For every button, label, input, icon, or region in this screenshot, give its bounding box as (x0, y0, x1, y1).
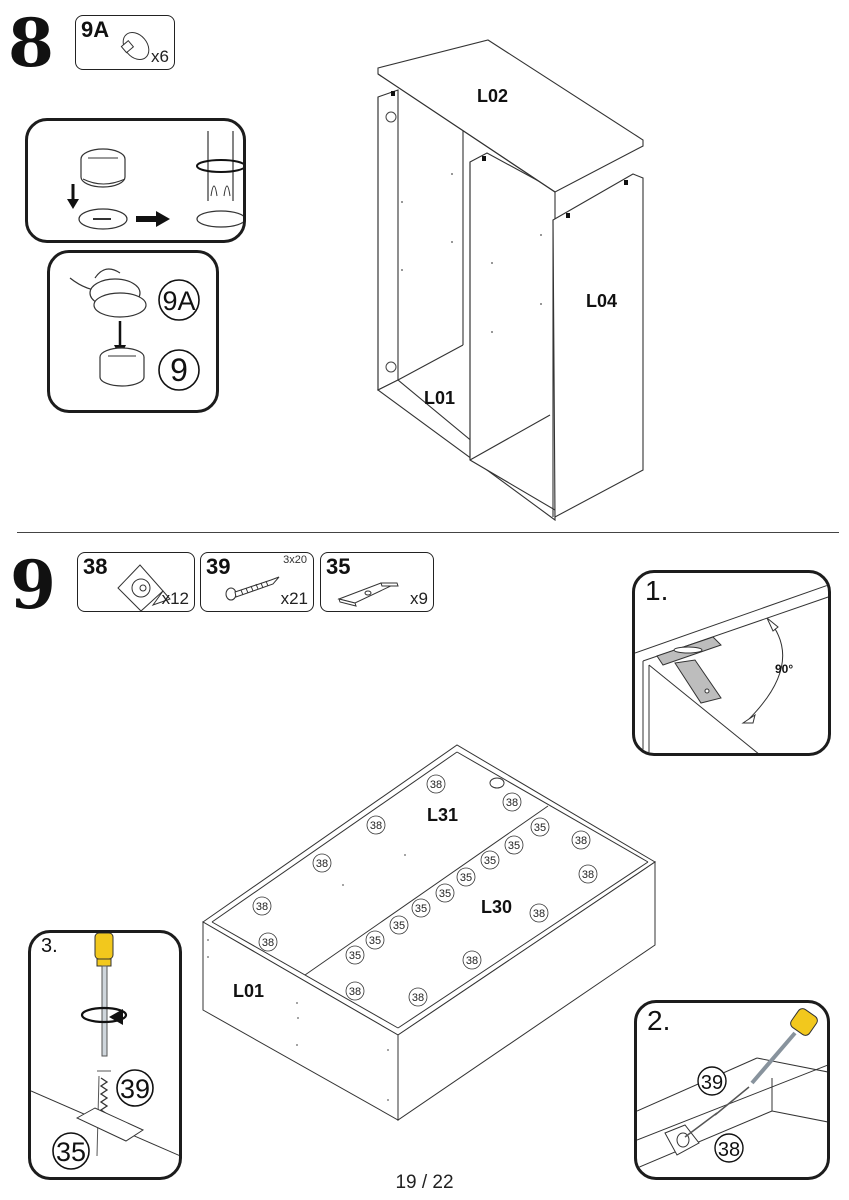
detail-label: 1. (645, 575, 669, 606)
callout-label: 38 (316, 858, 328, 870)
callout-label: 35 (484, 855, 496, 867)
callout-circle (529, 903, 549, 923)
panel-label-l01-step9: L01 (233, 981, 265, 1001)
callout-circle (411, 898, 431, 918)
callout-circle (462, 950, 482, 970)
callout-label: 38 (430, 779, 442, 791)
callout-circle (345, 981, 365, 1001)
callout-circle (502, 792, 522, 812)
cover-press-illustration: 9A 9 (69, 268, 200, 391)
screw-icon (225, 576, 280, 601)
part-quantity: x21 (280, 589, 308, 608)
callout-9a-circle (158, 279, 200, 321)
callout-circle (504, 835, 524, 855)
callout-circle (252, 896, 272, 916)
step-number-8: 8 (8, 4, 54, 82)
detail-3-screw-bracket: 3. 39 35 (28, 930, 182, 1180)
callout-label: 38 (533, 908, 545, 920)
detail-cam-lock-insert (25, 118, 246, 243)
corner-block-icon (117, 564, 171, 612)
part-quantity: x12 (161, 589, 189, 608)
cam-lock-rotate-icon (67, 131, 243, 230)
step-separator (17, 532, 839, 533)
panel-label-l01-step8: L01 (424, 388, 456, 408)
bracket-plate-icon (337, 582, 399, 607)
callout-label: 35 (393, 920, 405, 932)
part-card-39: 39 3x20 x21 (200, 552, 314, 612)
callout-circle (456, 867, 476, 887)
part-quantity: x9 (410, 589, 428, 608)
callout-label: 38 (575, 835, 587, 847)
detail-1-bracket-angle: 1. 90° (632, 570, 831, 756)
detail-2-corner-block: 2. 39 38 (634, 1000, 830, 1180)
detail-label: 3. (41, 935, 58, 957)
step-number-9: 9 (10, 546, 56, 624)
callout-label: 38 (256, 901, 268, 913)
box-right-face (397, 861, 656, 1121)
callout-38: 38 (718, 1139, 740, 1161)
angle-label: 90° (775, 662, 793, 676)
callout-35: 35 (56, 1137, 86, 1167)
callout-9: 9 (170, 352, 188, 388)
callout-label: 38 (349, 986, 361, 998)
callout-circle (366, 815, 386, 835)
callout-circle (571, 830, 591, 850)
callout-label: 35 (369, 935, 381, 947)
cam-lock-cover-icon (120, 32, 150, 60)
part-id: 9A (81, 17, 110, 42)
callout-9-circle (158, 349, 200, 391)
part-id: 39 (206, 554, 231, 579)
cabinet-assembly-illustration (376, 39, 644, 522)
detail-cover-press: 9A 9 (47, 250, 219, 413)
detail-label: 2. (647, 1005, 671, 1036)
callout-circle (408, 987, 428, 1007)
callout-circle (389, 915, 409, 935)
part-quantity: x6 (151, 47, 169, 66)
bracket-angle-illustration: 90° (635, 584, 828, 753)
callout-circle (426, 774, 446, 794)
callout-label: 35 (508, 840, 520, 852)
callout-label: 35 (460, 872, 472, 884)
callout-39: 39 (701, 1072, 723, 1094)
callout-circle (530, 817, 550, 837)
callouts-38: 38 38 38 38 38 38 38 38 38 38 38 38 (252, 774, 598, 1007)
part-id: 35 (326, 554, 351, 579)
callout-circle (365, 930, 385, 950)
panel-right (552, 173, 644, 518)
panel-label-l04: L04 (586, 291, 618, 311)
callout-circle (435, 883, 455, 903)
callout-9a: 9A (162, 286, 195, 316)
callout-circle (312, 853, 332, 873)
callout-circle (345, 945, 365, 965)
callouts-35: 35 35 35 35 35 35 35 35 35 (345, 817, 550, 965)
callout-label: 38 (466, 955, 478, 967)
page-number: 19 / 22 (395, 1172, 454, 1193)
callout-label: 38 (412, 992, 424, 1004)
callout-label: 38 (262, 937, 274, 949)
callout-circle (258, 932, 278, 952)
callout-label: 35 (534, 822, 546, 834)
callout-label: 35 (415, 903, 427, 915)
part-card-9a: 9A x6 (75, 15, 175, 70)
part-card-35: 35 x9 (320, 552, 434, 612)
part-id: 38 (83, 554, 108, 579)
panel-label-l31: L31 (427, 805, 459, 825)
callout-label: 38 (506, 797, 518, 809)
callout-circle (480, 850, 500, 870)
panel-label-l02: L02 (477, 86, 509, 106)
part-size: 3x20 (283, 554, 307, 566)
panel-label-l30: L30 (481, 897, 513, 917)
screwdriver-bracket-illustration: 39 35 (31, 933, 179, 1170)
callout-label: 38 (370, 820, 382, 832)
callout-circle (578, 864, 598, 884)
callout-label: 35 (439, 888, 451, 900)
part-card-38: 38 x12 (77, 552, 195, 612)
callout-label: 35 (349, 950, 361, 962)
callout-label: 38 (582, 869, 594, 881)
callout-39: 39 (120, 1074, 150, 1104)
corner-block-screw-illustration: 39 38 (637, 1008, 827, 1169)
